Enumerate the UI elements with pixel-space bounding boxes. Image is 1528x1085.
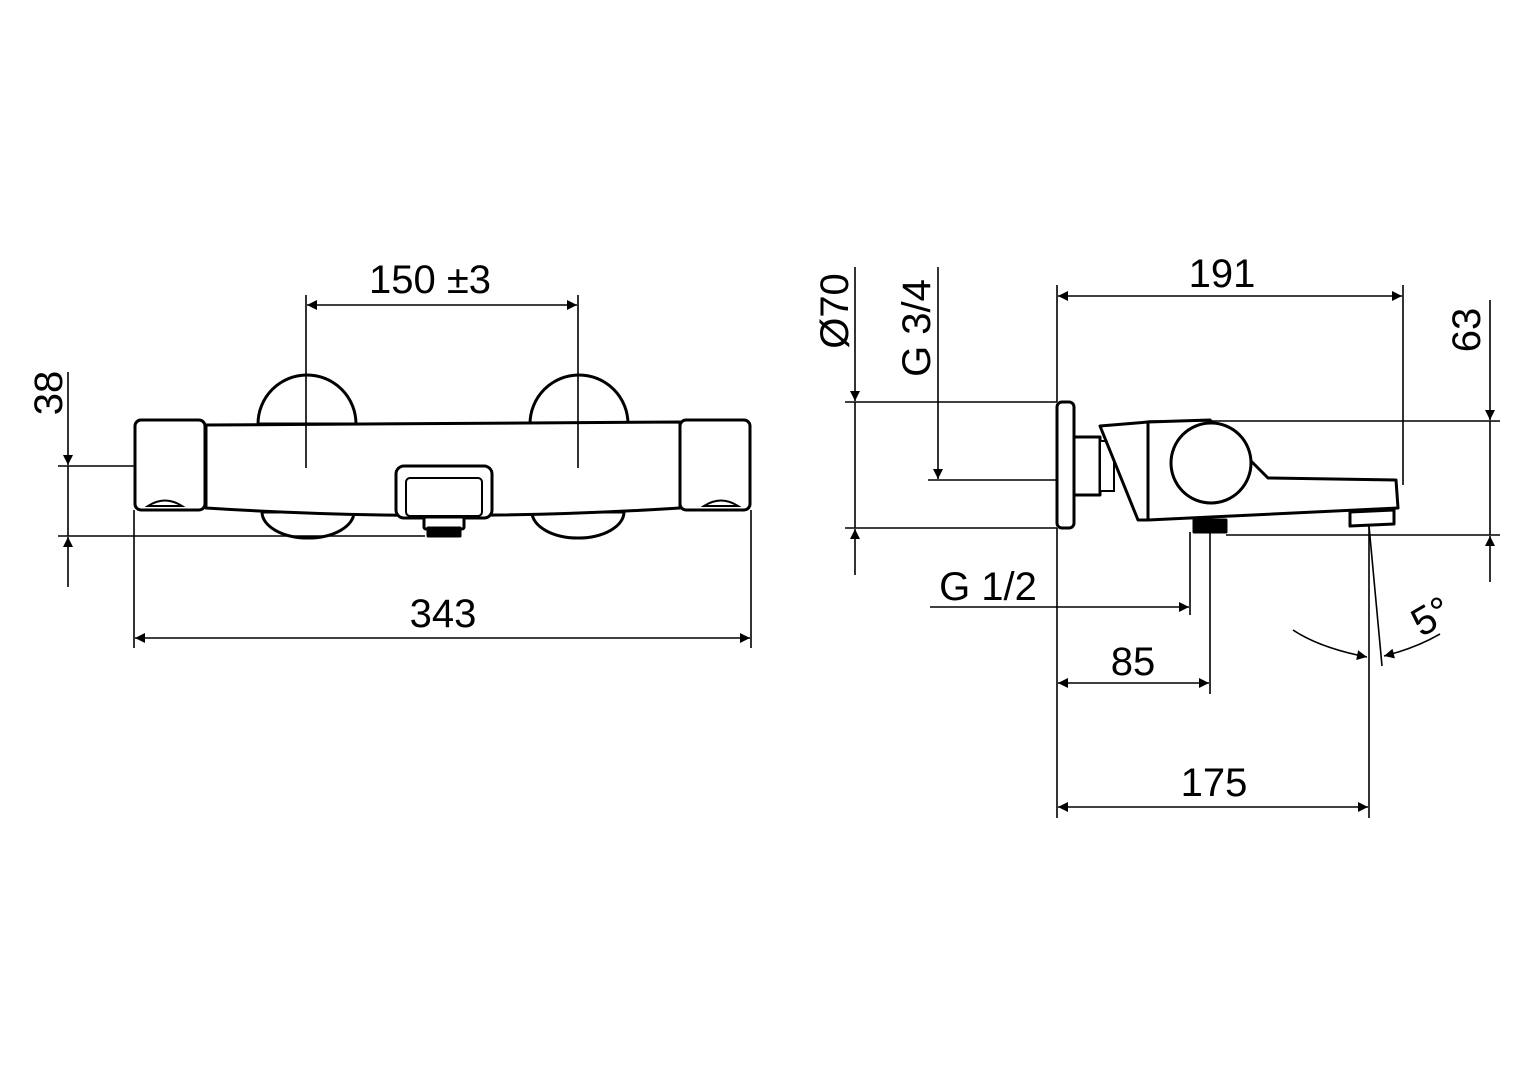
- dim-label-outlet-offset: 85: [1111, 640, 1156, 684]
- right-handle-disc-bottom: [530, 510, 626, 540]
- dim-label-outlet-thread: G 1/2: [939, 565, 1037, 609]
- right-cap-foot: [700, 499, 742, 507]
- left-cap-foot: [144, 499, 186, 507]
- wall-rosette: [1055, 400, 1076, 530]
- left-handle-disc-bottom: [260, 510, 356, 540]
- front-view: 150 ±3 343 38: [27, 258, 752, 648]
- right-handle-disc: [528, 373, 630, 426]
- side-handle: [1169, 421, 1253, 505]
- dim-label-projection: 191: [1189, 252, 1256, 296]
- dim-label-inlet-thread: G 3/4: [895, 279, 939, 377]
- dim-label-spout-projection: 175: [1181, 761, 1248, 805]
- outlet-thread: [426, 526, 462, 538]
- left-handle-disc: [256, 373, 358, 426]
- dim-label-rosette-diameter: Ø70: [813, 273, 857, 349]
- left-end-cap: [133, 418, 207, 512]
- angle-arc-right: [1383, 633, 1441, 659]
- spout-tip: [1348, 508, 1396, 528]
- inlet-connector: [1072, 435, 1102, 497]
- side-view: Ø70 G 3/4 191 63 G 1/2 85 175: [813, 252, 1500, 818]
- right-end-cap: [678, 418, 752, 512]
- dim-label-overall-length: 343: [410, 592, 477, 636]
- dim-label-height: 63: [1445, 308, 1489, 353]
- dim-label-handle-spacing: 150 ±3: [369, 258, 491, 302]
- dim-label-spout-angle: 5°: [1404, 588, 1459, 645]
- diverter-window: [405, 477, 483, 517]
- side-outlet-thread: [1192, 518, 1228, 534]
- angle-arc-left: [1292, 629, 1368, 661]
- dim-label-body-depth: 38: [27, 371, 71, 416]
